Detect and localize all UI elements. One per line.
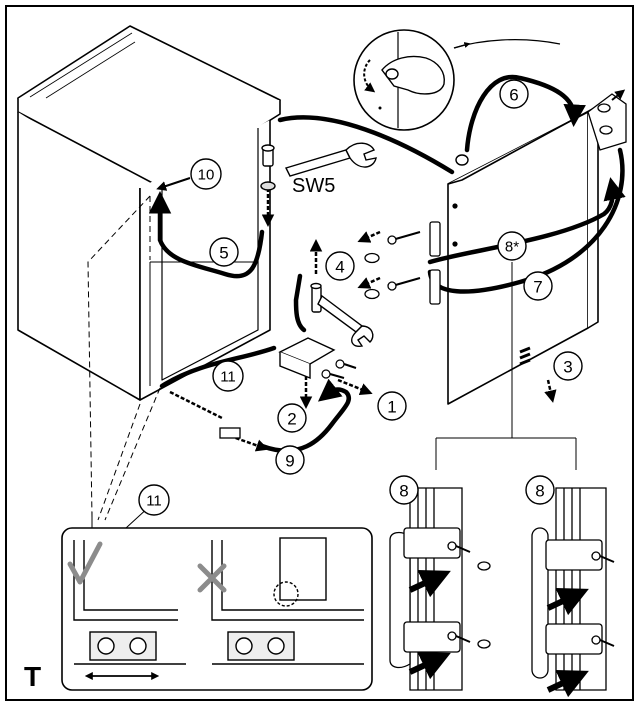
arrow-10 (156, 177, 191, 191)
callout-8-left-label: 8 (399, 482, 408, 501)
door-to-cabinet-line (277, 115, 455, 175)
hinge-view-right (531, 487, 615, 698)
fridge-cabinet (17, 25, 281, 401)
wrong-alignment-panel (211, 537, 364, 665)
callout-8star: 8* (497, 231, 527, 261)
callout-5-label: 5 (219, 244, 228, 263)
callout-2: 2 (277, 403, 307, 433)
hinge-view-connector (435, 262, 577, 470)
callout-1: 1 (377, 391, 407, 421)
callout-8-right: 8 (525, 475, 555, 505)
arrow-8star (427, 177, 626, 265)
callout-4-label: 4 (335, 258, 344, 277)
arrow-6 (464, 74, 586, 153)
callout-6: 6 (499, 79, 529, 109)
section-letter: T (24, 661, 41, 692)
callouts: 1 2 3 4 5 6 7 8* 8 8 9 10 11 11 (138, 79, 583, 516)
callout-3-label: 3 (563, 358, 572, 377)
callout-4: 4 (325, 251, 355, 281)
hand-detail-inset (353, 29, 561, 131)
arrow-11 (159, 345, 277, 389)
callout-8-right-label: 8 (535, 482, 544, 501)
callout-7-label: 7 (533, 278, 542, 297)
hinge-view-left (389, 487, 491, 691)
cover-plug (219, 427, 241, 439)
top-hinge-pin (260, 144, 276, 191)
callout-11: 11 (212, 360, 244, 392)
callout-7: 7 (523, 271, 553, 301)
callout-1-label: 1 (387, 398, 396, 417)
wrench-size-label: SW5 (292, 175, 335, 197)
callout-9: 9 (275, 445, 305, 475)
callout-10-label: 10 (198, 167, 215, 184)
callout-6-label: 6 (509, 86, 518, 105)
callout-2-label: 2 (287, 410, 296, 429)
checkmark-icon (67, 541, 103, 585)
hinge-cap-detail (587, 89, 627, 151)
bottom-hinge-bracket (278, 282, 374, 380)
routing-arrows (148, 74, 626, 453)
arrow-5 (148, 191, 265, 279)
outer-frame (5, 5, 634, 701)
callout-11-inset-label: 11 (146, 493, 162, 510)
callout-10: 10 (190, 158, 222, 190)
hinge-cover-cap (455, 154, 469, 166)
alignment-detail-box (61, 505, 373, 691)
dashed-projection (87, 195, 161, 521)
callout-8-left: 8 (389, 475, 419, 505)
door-hinge-parts (364, 221, 441, 305)
callout-11-label: 11 (220, 369, 236, 386)
arrow-9-path (259, 378, 352, 453)
wrench-sw5 (285, 142, 377, 177)
callout-9-label: 9 (285, 452, 294, 471)
callout-8star-label: 8* (505, 239, 519, 256)
callout-3: 3 (553, 351, 583, 381)
bracket-screws (321, 359, 357, 379)
arrow-4-curve (293, 273, 307, 333)
callout-11-inset: 11 (138, 484, 170, 516)
callout-5: 5 (209, 237, 239, 267)
cross-icon (197, 563, 227, 593)
